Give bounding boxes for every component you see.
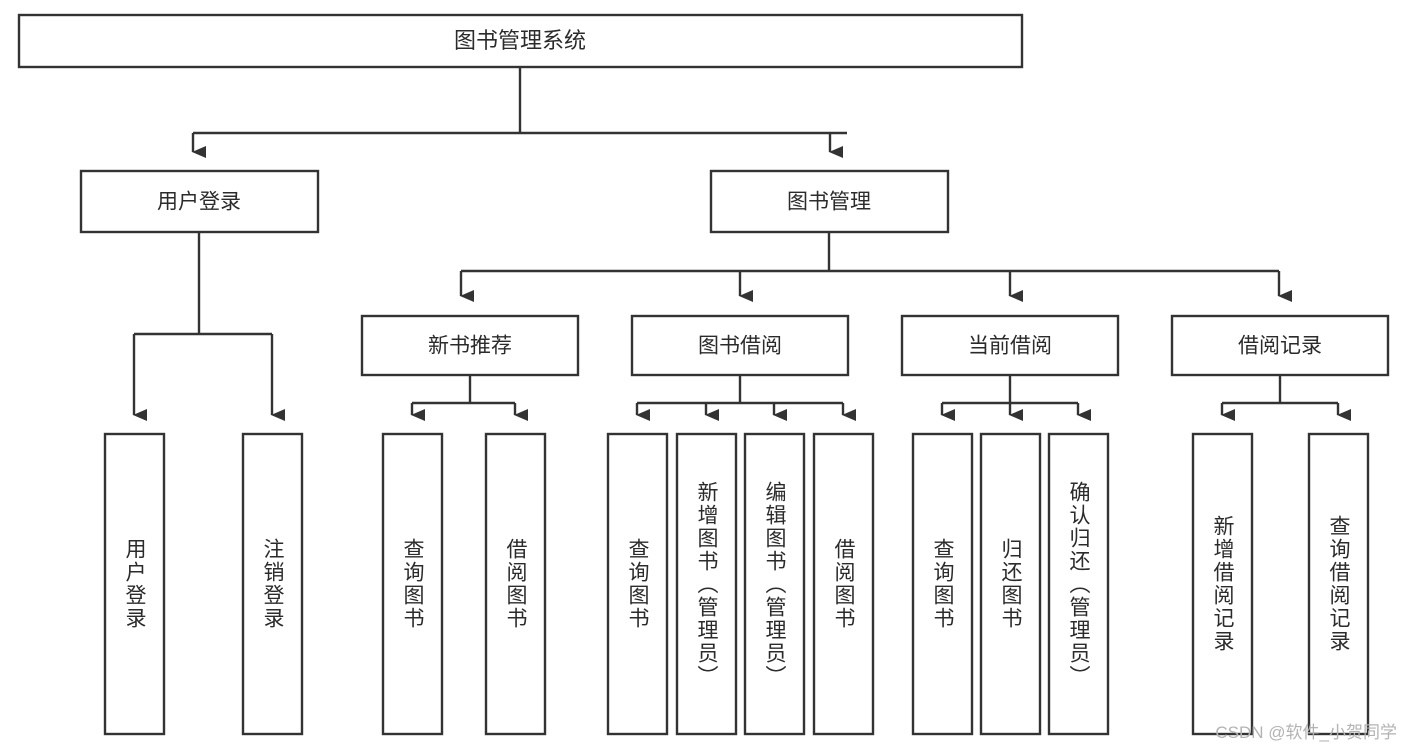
leaf-query-record-box[interactable]: [1307, 432, 1370, 736]
connector-current-borrow-to-leaves: [940, 375, 1091, 421]
leaf-edit-book-box[interactable]: [743, 432, 806, 736]
connector-book-management-to-level3: [459, 232, 1292, 302]
node-book-management[interactable]: 图书管理: [709, 169, 950, 234]
leaf-boxes: [103, 432, 1370, 736]
node-book-management-label: 图书管理: [787, 191, 871, 214]
connector-root-to-level2: [191, 67, 847, 158]
connector-book-borrow-to-leaves: [635, 375, 856, 421]
node-new-book-recommend[interactable]: 新书推荐: [360, 314, 580, 377]
node-new-book-recommend-label: 新书推荐: [428, 335, 512, 358]
leaf-confirm-return-box[interactable]: [1047, 432, 1110, 736]
node-borrow-record[interactable]: 借阅记录: [1170, 314, 1390, 377]
leaf-add-record-box[interactable]: [1191, 432, 1254, 736]
leaf-borrow-book-2-box[interactable]: [812, 432, 875, 736]
node-root-box: [17, 13, 1024, 69]
node-user-login-box: [79, 169, 320, 234]
leaf-query-book-1-box[interactable]: [381, 432, 444, 736]
node-root-label: 图书管理系统: [454, 28, 586, 53]
node-current-borrow-label: 当前借阅: [968, 335, 1052, 358]
leaf-user-login-box[interactable]: [103, 432, 166, 736]
node-user-login[interactable]: 用户登录: [79, 169, 320, 234]
node-borrow-record-label: 借阅记录: [1238, 335, 1322, 358]
connector-user-login-to-leaves: [132, 232, 285, 421]
node-book-borrow-label: 图书借阅: [698, 335, 782, 358]
leaf-logout-box[interactable]: [241, 432, 304, 736]
connector-borrow-record-to-leaves: [1220, 375, 1351, 421]
node-new-book-recommend-box: [360, 314, 580, 377]
node-user-login-label: 用户登录: [157, 191, 241, 214]
connector-new-book-recommend-to-leaves: [410, 375, 528, 421]
node-book-borrow[interactable]: 图书借阅: [630, 314, 850, 377]
node-current-borrow-box: [900, 314, 1120, 377]
node-current-borrow[interactable]: 当前借阅: [900, 314, 1120, 377]
leaf-add-book-box[interactable]: [675, 432, 738, 736]
leaf-query-book-3-box[interactable]: [911, 432, 974, 736]
leaf-borrow-book-1-box[interactable]: [484, 432, 547, 736]
node-root[interactable]: 图书管理系统: [17, 13, 1024, 69]
leaf-return-book-box[interactable]: [979, 432, 1042, 736]
leaf-query-book-2-box[interactable]: [606, 432, 669, 736]
